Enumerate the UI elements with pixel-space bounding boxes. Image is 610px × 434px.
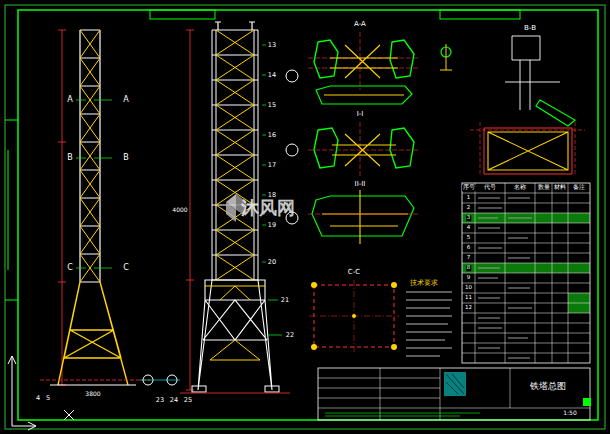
view-title: A-A: [353, 21, 367, 28]
view-title: C-C: [347, 269, 361, 276]
callout-number: 19: [267, 222, 277, 229]
margin-marks: [5, 120, 18, 300]
table-cell: 3: [466, 215, 472, 221]
title-block: [318, 368, 591, 420]
table-cell: 6: [466, 245, 472, 251]
scale: 1:50: [562, 410, 577, 416]
view-title: I-I: [356, 111, 365, 118]
ucs-icon: [8, 356, 74, 430]
section-mark: A: [122, 96, 129, 104]
table-header: 备注: [572, 185, 586, 191]
detail-views: [286, 32, 418, 244]
table-header: 材料: [553, 185, 567, 191]
section-mark: B: [122, 154, 130, 162]
table-header: 数量: [537, 185, 551, 191]
table-cell: 8: [466, 265, 472, 271]
table-cell: 5: [466, 235, 472, 241]
dimension: 3800: [84, 391, 101, 397]
callout-number: 4: [35, 395, 41, 402]
callout-number: 17: [267, 162, 277, 169]
table-cell: 11: [464, 295, 473, 301]
watermark: 沐风网: [240, 199, 296, 217]
inner-frame: [18, 10, 598, 420]
table-cell: 1: [466, 195, 472, 201]
table-header: 名称: [513, 185, 527, 191]
callout-number: 5: [45, 395, 51, 402]
callout-number: 14: [267, 72, 277, 79]
table-header: 序号: [462, 185, 476, 191]
dimension: 4000: [171, 207, 188, 213]
detail-views-right: [440, 36, 585, 175]
top-strip: [440, 10, 520, 19]
section-mark: C: [66, 264, 74, 272]
outer-frame: [5, 5, 605, 429]
notes-lines: [406, 292, 452, 356]
callout-number: 16: [267, 132, 277, 139]
callout-number: 13: [267, 42, 277, 49]
callout-number: 20: [267, 259, 277, 266]
table-cell: 10: [464, 285, 473, 291]
notes-heading: 技术要求: [409, 280, 439, 287]
table-cell: 2: [466, 205, 472, 211]
table-cell: 7: [466, 255, 472, 261]
table-cell: 9: [466, 275, 472, 281]
callout-number: 24: [169, 397, 179, 404]
section-mark: C: [122, 264, 130, 272]
table-header: 代号: [483, 185, 497, 191]
table-cell: 4: [466, 225, 472, 231]
parts-table: [462, 183, 590, 363]
callout-number: 21: [280, 297, 290, 304]
callout-number: 23: [155, 397, 165, 404]
top-strip: [150, 10, 215, 19]
drawing-title: 铁塔总图: [529, 382, 567, 391]
callout-number: 15: [267, 102, 277, 109]
view-title: II-II: [354, 181, 367, 188]
callout-number: 25: [183, 397, 193, 404]
plan-view: [309, 280, 399, 352]
section-mark: B: [66, 154, 74, 162]
callout-number: 22: [285, 332, 295, 339]
view-title: B-B: [523, 25, 537, 32]
table-cell: 12: [464, 305, 473, 311]
callout-number: 18: [267, 192, 277, 199]
elevation-tower-left: [40, 30, 180, 385]
section-mark: A: [66, 96, 73, 104]
